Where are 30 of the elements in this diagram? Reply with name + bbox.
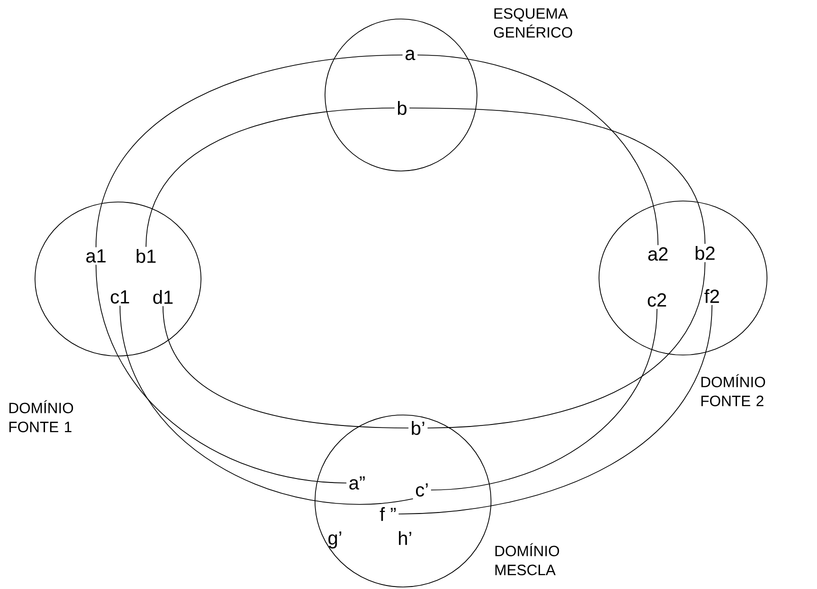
- element-label: h’: [398, 531, 412, 545]
- connector-line: [427, 262, 706, 428]
- connector-line: [120, 305, 414, 504]
- connector-line: [409, 108, 706, 244]
- domain-label: DOMÍNIO FONTE 2: [701, 374, 766, 406]
- element-label: b’: [412, 421, 424, 435]
- element-label: c2: [648, 293, 666, 307]
- connector-line: [96, 264, 347, 484]
- element-label: b1: [136, 249, 156, 263]
- connector-line: [430, 308, 658, 490]
- element-label: a”: [349, 476, 365, 490]
- element-label: c’: [416, 483, 428, 497]
- connector-line: [398, 304, 712, 514]
- element-label: f2: [704, 289, 719, 303]
- element-label: b: [398, 101, 406, 115]
- element-label: a2: [648, 247, 668, 261]
- connector-line: [96, 54, 403, 248]
- element-label: a1: [86, 249, 106, 263]
- element-label: d1: [153, 290, 173, 304]
- connector-line: [417, 54, 658, 246]
- connector-line: [162, 306, 409, 428]
- element-label: a: [406, 50, 416, 60]
- domain-label: DOMÍNIO FONTE 1: [9, 400, 74, 432]
- element-label: g’: [328, 532, 342, 548]
- connector-line: [146, 108, 395, 248]
- element-label: b2: [696, 246, 715, 260]
- element-label: c1: [110, 290, 130, 304]
- element-label: f ”: [380, 507, 396, 521]
- domain-label: DOMÍNIO MESCLA: [495, 543, 560, 576]
- domain-label: ESQUEMA GENÉRICO: [494, 8, 572, 38]
